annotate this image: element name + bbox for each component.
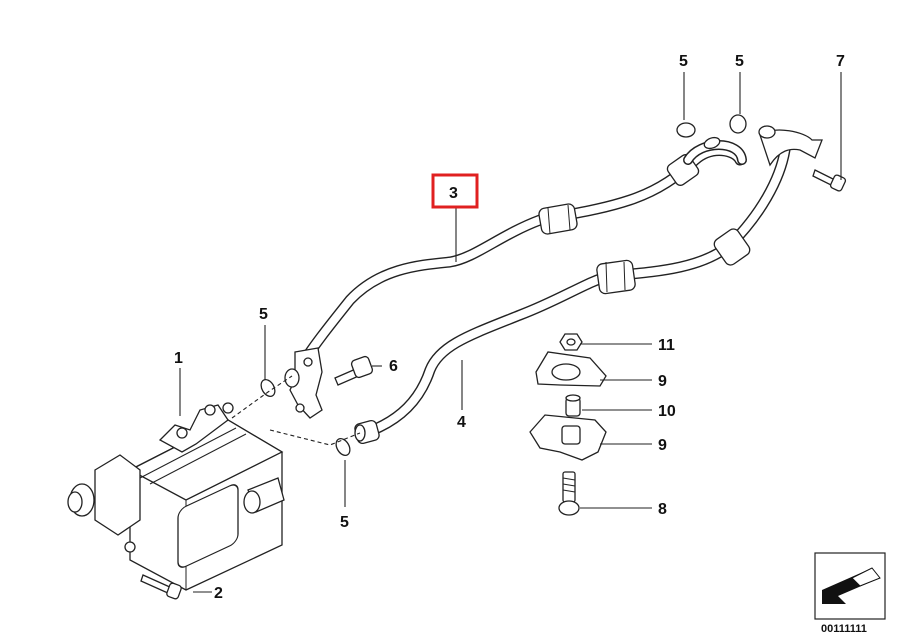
callout-9-upper: 9 xyxy=(658,373,667,390)
o-ring-left-lower[interactable] xyxy=(333,436,352,458)
callout-11: 11 xyxy=(658,337,675,354)
hose-line-3[interactable] xyxy=(294,136,747,374)
bolt-2[interactable] xyxy=(140,574,182,600)
callout-5-left-lower: 5 xyxy=(340,514,349,531)
callout-5-left-upper: 5 xyxy=(259,306,268,323)
callout-2: 2 xyxy=(214,585,223,602)
o-ring-left-upper[interactable] xyxy=(258,377,277,399)
callout-6: 6 xyxy=(389,358,398,375)
callout-10: 10 xyxy=(658,403,676,420)
callout-1: 1 xyxy=(174,350,183,367)
oil-cooler[interactable] xyxy=(67,402,285,591)
hose-line-4[interactable] xyxy=(354,125,823,445)
bracket-assembly[interactable] xyxy=(529,333,607,516)
o-ring-top-a[interactable] xyxy=(676,122,696,138)
hose-3-flange-fitting xyxy=(284,347,323,419)
bolt-6[interactable] xyxy=(334,355,374,386)
callout-7: 7 xyxy=(836,53,845,70)
bolt-7[interactable] xyxy=(812,169,847,192)
catalog-number: 00111111 xyxy=(821,623,867,635)
callout-9-lower: 9 xyxy=(658,437,667,454)
callout-5-top-a: 5 xyxy=(679,53,688,70)
callout-4: 4 xyxy=(457,414,466,431)
leader-lines xyxy=(179,72,842,593)
callout-5-top-b: 5 xyxy=(735,53,744,70)
o-ring-top-b[interactable] xyxy=(729,114,747,134)
callout-3: 3 xyxy=(449,185,458,202)
callout-8: 8 xyxy=(658,501,667,518)
arrow-plate-icon xyxy=(814,552,886,620)
callout-3-highlight-box xyxy=(431,173,479,209)
